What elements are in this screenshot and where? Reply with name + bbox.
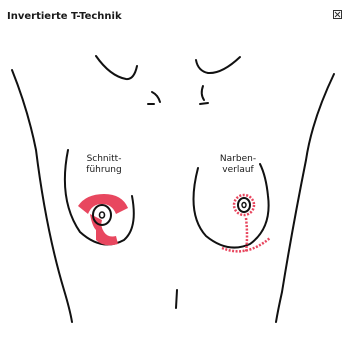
left-torso-outline	[12, 70, 72, 322]
right-collarbone	[196, 57, 240, 73]
dialog-title: Invertierte T-Technik	[7, 11, 122, 23]
center-line	[176, 290, 177, 308]
scar-label: Narben- verlauf	[208, 154, 268, 176]
close-button[interactable]	[333, 10, 342, 19]
close-icon	[334, 11, 341, 18]
breast-illustration	[0, 32, 344, 349]
notch-right-2	[200, 103, 208, 104]
scar-label-line2: verlauf	[208, 165, 268, 176]
incision-label-line1: Schnitt-	[74, 154, 134, 165]
incision-label: Schnitt- führung	[74, 154, 134, 176]
left-collarbone	[96, 56, 137, 79]
right-breast-outline	[194, 164, 269, 248]
notch-right	[202, 86, 204, 100]
scar-pattern	[222, 195, 270, 252]
incision-label-line2: führung	[74, 165, 134, 176]
right-torso-outline	[276, 74, 334, 322]
scar-label-line1: Narben-	[208, 154, 268, 165]
notch-left	[152, 92, 160, 102]
dialog-header: Invertierte T-Technik	[0, 0, 344, 32]
